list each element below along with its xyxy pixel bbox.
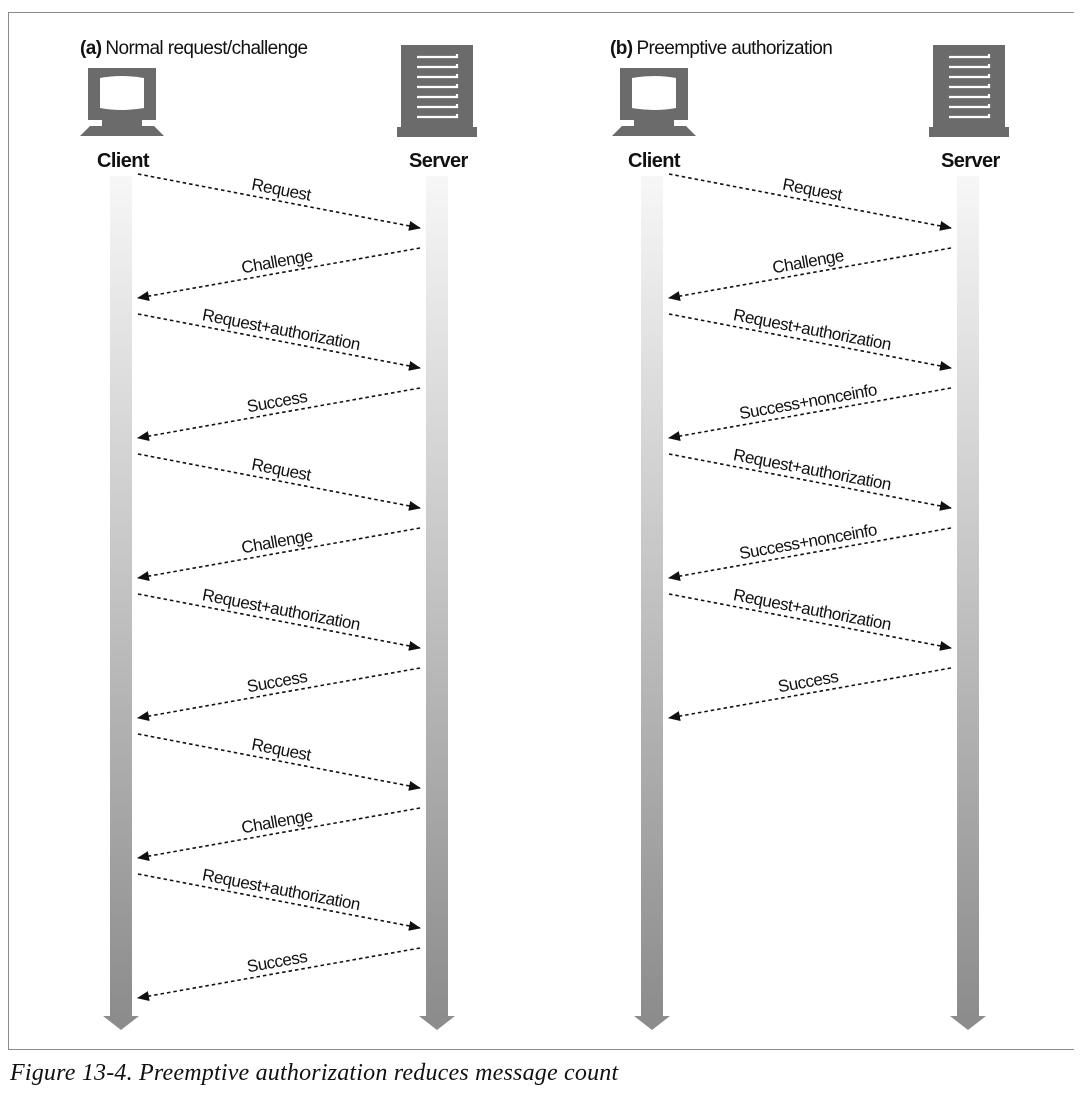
message-arrow [137,593,421,651]
message-arrow [668,527,952,582]
messages-a: RequestChallengeRequest+authorizationSuc… [137,173,421,1002]
message-label: Request+authorization [201,305,362,354]
server-icon [397,45,477,137]
client-computer-icon [80,68,164,136]
message-arrow [137,173,421,231]
message-arrow [137,807,421,862]
server-label: Server [409,150,468,172]
client-lifeline [634,176,670,1030]
message-arrow [137,873,421,931]
panel-a: (a)Normal request/challenge Client Serve… [80,38,477,1030]
message-label: Success+nonceinfo [738,520,879,563]
message-arrow [137,247,421,302]
message-label: Request+authorization [201,585,362,634]
message-arrow [137,947,421,1002]
message-arrow [137,733,421,791]
message-label: Request+authorization [732,585,893,634]
message-arrow [137,453,421,511]
client-computer-icon [612,68,696,136]
panel-a-title: (a)Normal request/challenge [80,38,308,59]
message-label: Request+authorization [732,445,893,494]
message-label: Request [781,175,844,205]
server-lifeline [950,176,986,1030]
message-label: Success [245,387,308,416]
message-arrow [668,667,952,722]
message-arrow [668,173,952,231]
message-label: Success [245,947,308,976]
panel-a-title-text: Normal request/challenge [105,38,307,59]
message-label: Success [245,667,308,696]
panel-b: (b)Preemptive authorization Client Serve… [610,38,1009,1030]
message-arrow [668,387,952,442]
message-arrow [137,667,421,722]
figure-caption: Figure 13-4. Preemptive authorization re… [10,1060,619,1086]
messages-b: RequestChallengeRequest+authorizationSuc… [668,173,952,722]
message-arrow [668,247,952,302]
message-arrow [668,313,952,371]
server-icon [929,45,1009,137]
panel-b-tag: (b) [610,38,633,59]
message-label: Request+authorization [201,865,362,914]
panel-b-title: (b)Preemptive authorization [610,38,832,59]
figure-frame [8,12,1074,1050]
panel-b-title-text: Preemptive authorization [636,38,832,59]
panel-a-tag: (a) [80,38,102,59]
message-arrow [668,453,952,511]
message-label: Request [250,175,313,205]
message-arrow [137,387,421,442]
client-label: Client [97,150,150,172]
server-label: Server [941,150,1000,172]
message-label: Request [250,455,313,485]
message-label: Request+authorization [732,305,893,354]
message-arrow [137,313,421,371]
message-arrow [668,593,952,651]
message-label: Success+nonceinfo [738,380,879,423]
server-lifeline [419,176,455,1030]
message-arrow [137,527,421,582]
client-label: Client [628,150,681,172]
message-label: Request [250,735,313,765]
message-label: Success [776,667,839,696]
client-lifeline [103,176,139,1030]
